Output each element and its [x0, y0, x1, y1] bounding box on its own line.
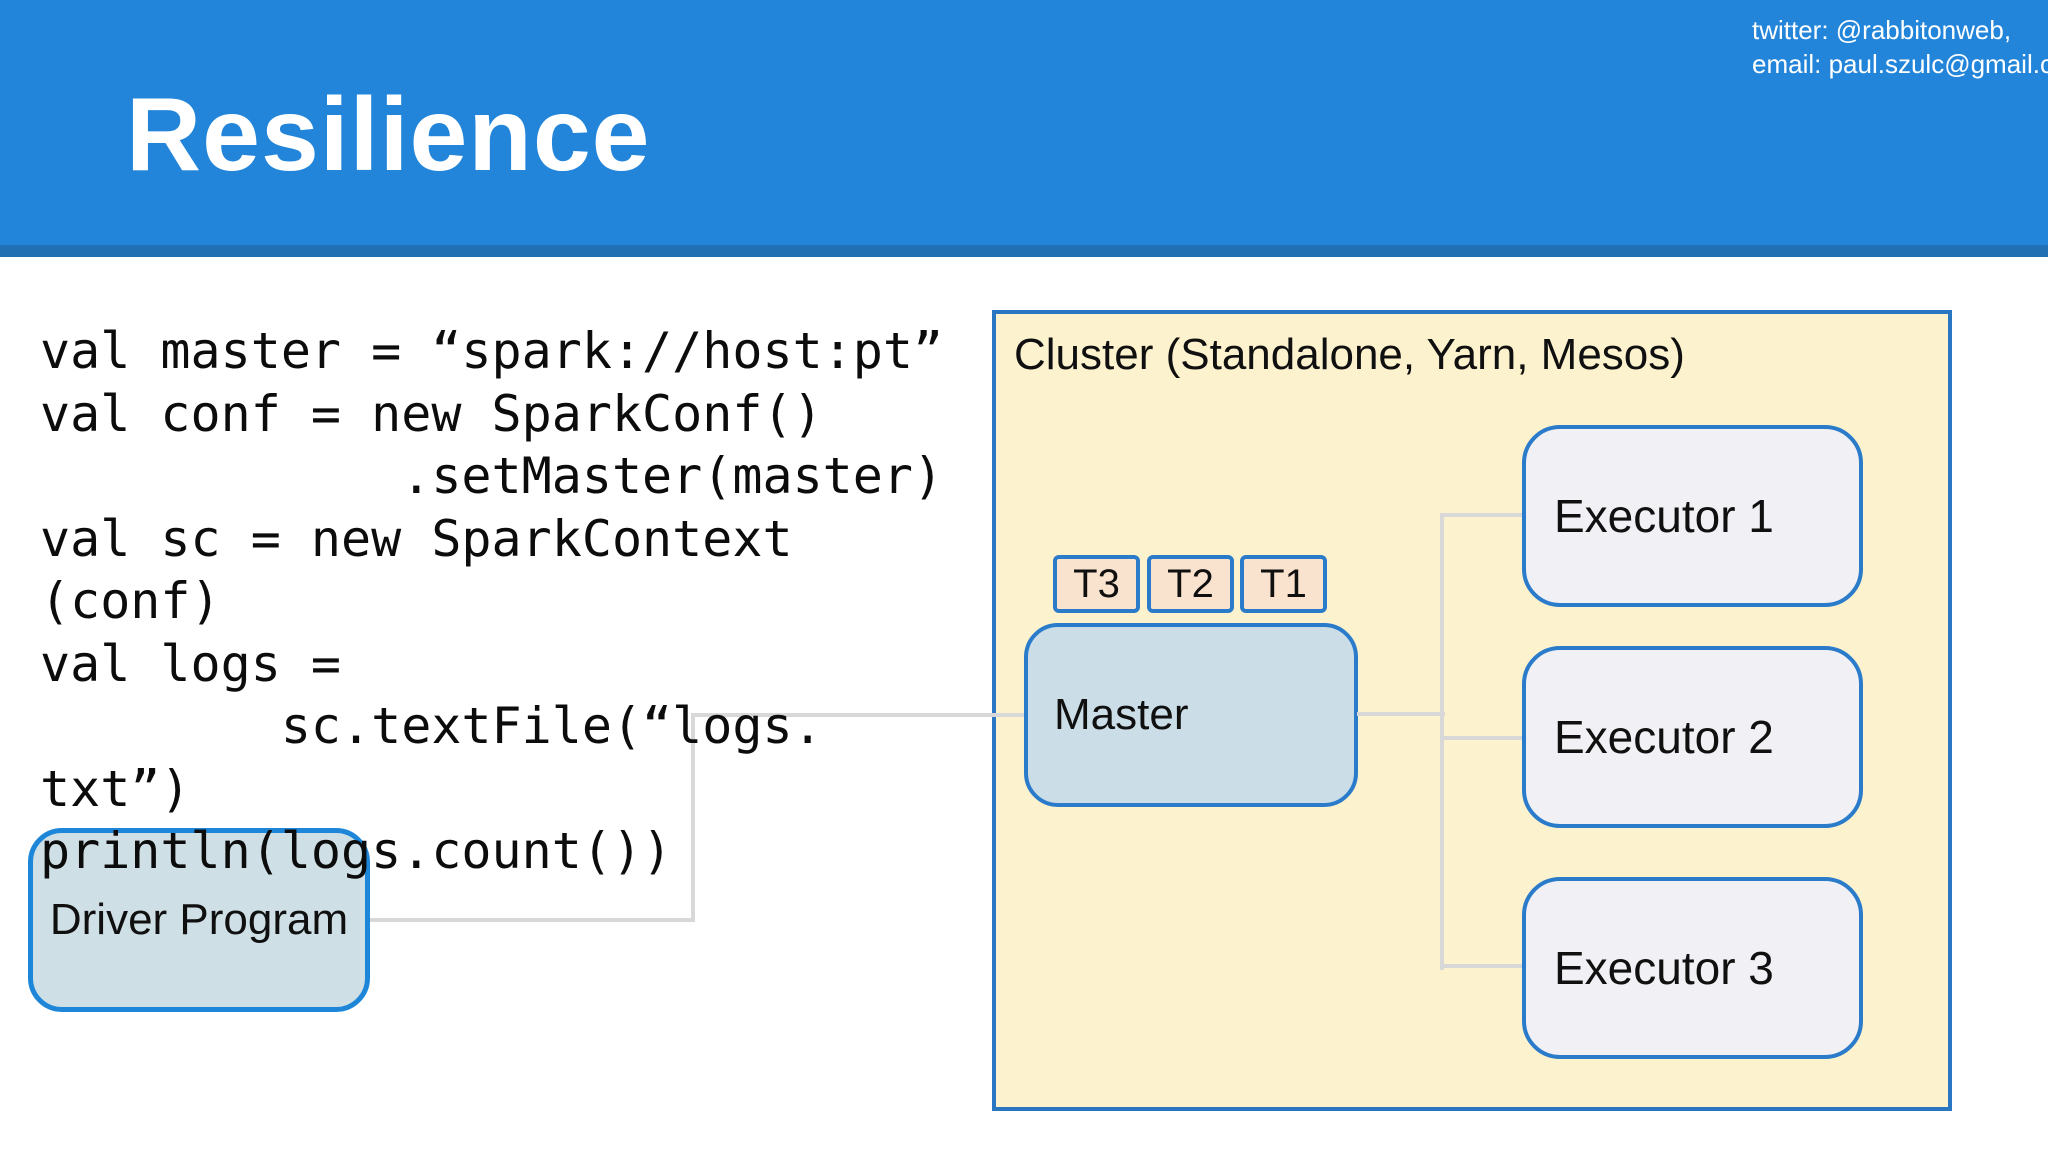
- executor-label-2: Executor 2: [1554, 711, 1774, 763]
- code-line: (conf): [40, 572, 221, 630]
- code-line: val conf = new SparkConf(): [40, 384, 823, 443]
- master-box: Master: [1024, 623, 1358, 807]
- header-banner: [0, 0, 2048, 245]
- contact-info: twitter: @rabbitonweb, email: paul.szulc…: [1752, 14, 2048, 82]
- connector-driver-vertical: [691, 713, 695, 922]
- cluster-title: Cluster (Standalone, Yarn, Mesos): [1014, 330, 1685, 379]
- page-title: Resilience: [126, 77, 651, 193]
- executor-box-1: Executor 1: [1522, 425, 1863, 607]
- code-line: println(logs.count()): [40, 822, 673, 880]
- code-block: val master = “spark://host:pt” val conf …: [40, 320, 943, 883]
- task-box-t1: T1: [1240, 555, 1327, 613]
- contact-email: email: paul.szulc@gmail.com: [1752, 48, 2048, 79]
- header-accent-strip: [0, 245, 2048, 257]
- task-box-t3: T3: [1053, 555, 1140, 613]
- connector-to-master: [691, 713, 1024, 717]
- driver-program-label: Driver Program: [49, 895, 349, 944]
- executor-label-3: Executor 3: [1554, 942, 1774, 994]
- task-label-t2: T2: [1167, 561, 1214, 606]
- connector-executor2-stub: [1440, 736, 1522, 740]
- executor-label-1: Executor 1: [1554, 490, 1774, 542]
- task-label-t1: T1: [1260, 561, 1307, 606]
- cluster-box: Cluster (Standalone, Yarn, Mesos) T3 T2 …: [992, 310, 1952, 1111]
- connector-executor3-stub: [1440, 964, 1522, 968]
- executor-box-3: Executor 3: [1522, 877, 1863, 1059]
- task-label-t3: T3: [1073, 561, 1120, 606]
- task-box-t2: T2: [1147, 555, 1234, 613]
- code-line: .setMaster(master): [40, 447, 944, 505]
- code-line: val master = “spark://host:pt”: [40, 322, 944, 380]
- connector-executor1-stub: [1440, 513, 1522, 517]
- master-label: Master: [1054, 690, 1189, 739]
- code-line: val sc = new SparkContext: [40, 509, 793, 568]
- connector-driver-horizontal: [368, 918, 695, 922]
- contact-twitter: twitter: @rabbitonweb,: [1752, 15, 2012, 45]
- executor-box-2: Executor 2: [1522, 646, 1863, 828]
- code-line: val logs =: [40, 634, 342, 693]
- code-line: sc.textFile(“logs.: [40, 697, 823, 755]
- code-line: txt”): [40, 759, 191, 818]
- connector-trunk-vertical: [1440, 513, 1444, 970]
- connector-master-out: [1357, 712, 1445, 716]
- driver-program-box: Driver Program: [28, 828, 370, 1012]
